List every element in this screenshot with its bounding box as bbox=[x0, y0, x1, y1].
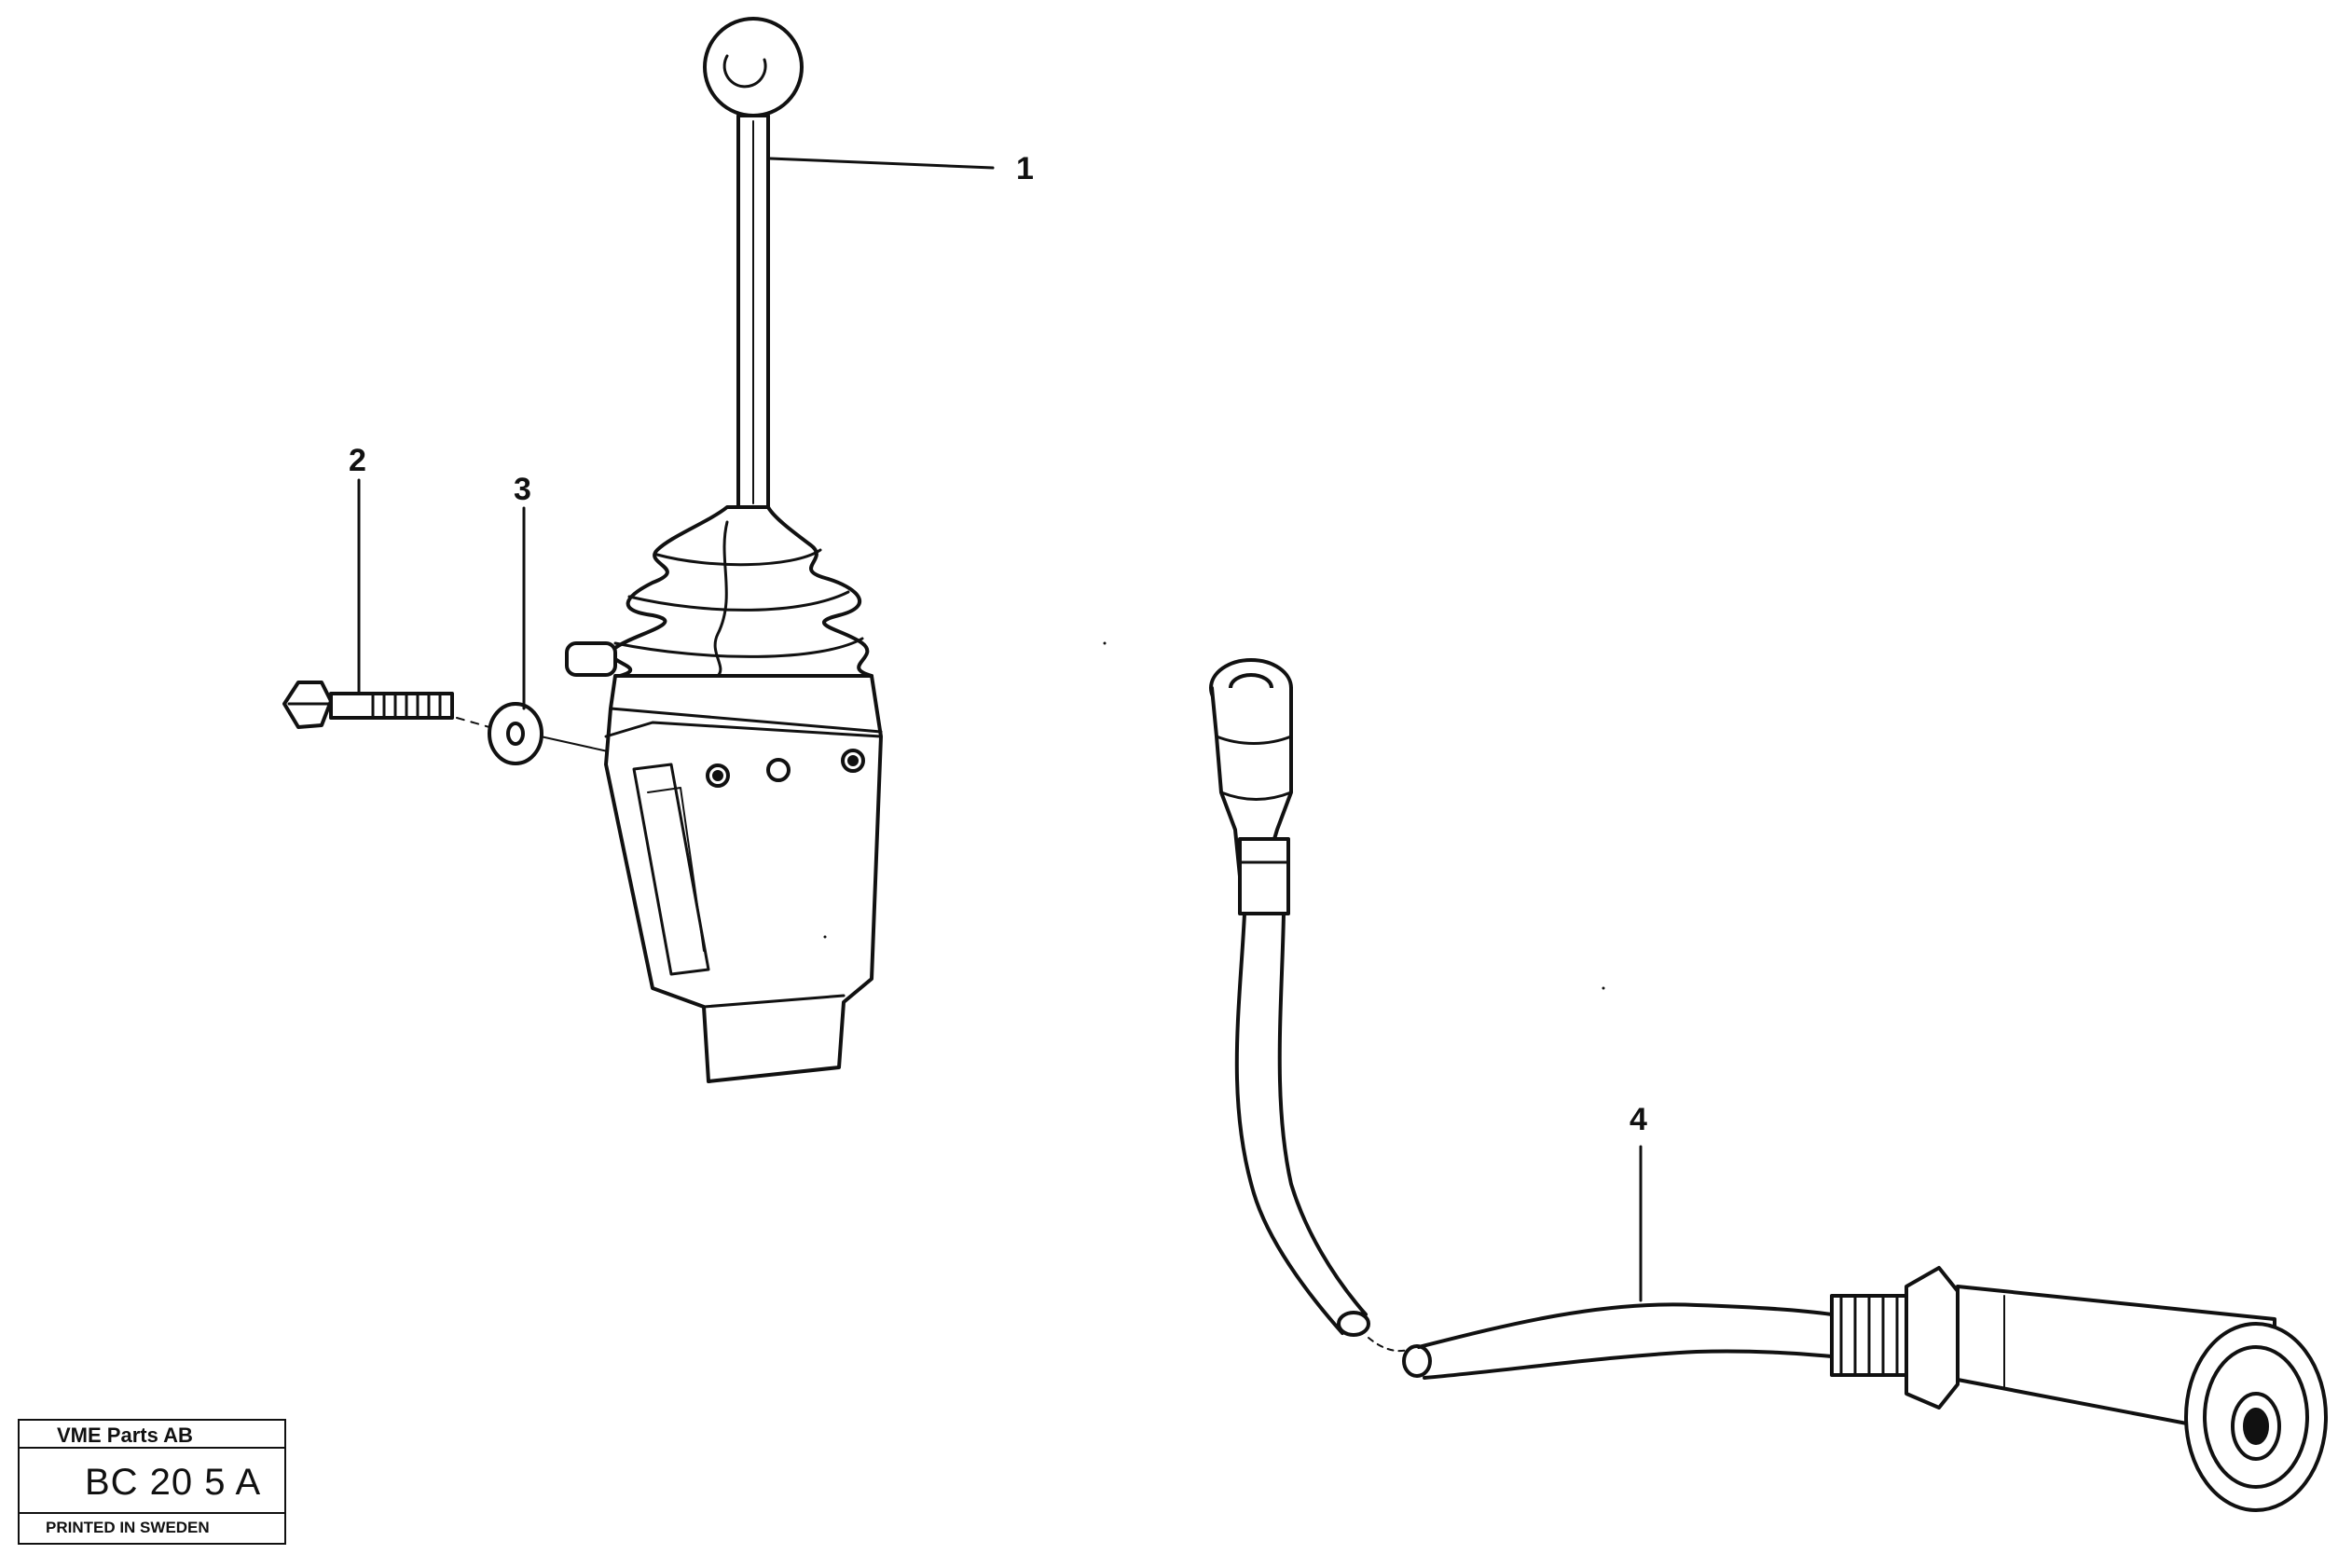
title-block-code-row: BC 20 5 A bbox=[20, 1449, 284, 1514]
callout-4: 4 bbox=[1630, 1102, 1647, 1137]
bolt bbox=[282, 681, 454, 729]
lever-knob bbox=[703, 17, 804, 117]
title-block-print-row: PRINTED IN SWEDEN bbox=[20, 1514, 284, 1545]
callout-3: 3 bbox=[514, 472, 531, 507]
drawing-code: BC 20 5 A bbox=[85, 1462, 262, 1503]
title-block-company-row: VME Parts AB bbox=[20, 1421, 284, 1449]
callout-1: 1 bbox=[1016, 151, 1034, 186]
lever-housing bbox=[604, 674, 883, 1083]
washer bbox=[488, 702, 543, 765]
leader-1 bbox=[768, 157, 995, 170]
cable-assembly bbox=[1209, 658, 2328, 1512]
company-name: VME Parts AB bbox=[57, 1424, 193, 1447]
control-lever bbox=[565, 17, 883, 1083]
title-block: VME Parts AB BC 20 5 A PRINTED IN SWEDEN bbox=[18, 1419, 286, 1545]
callout-2: 2 bbox=[349, 443, 366, 478]
printed-note: PRINTED IN SWEDEN bbox=[46, 1519, 210, 1536]
